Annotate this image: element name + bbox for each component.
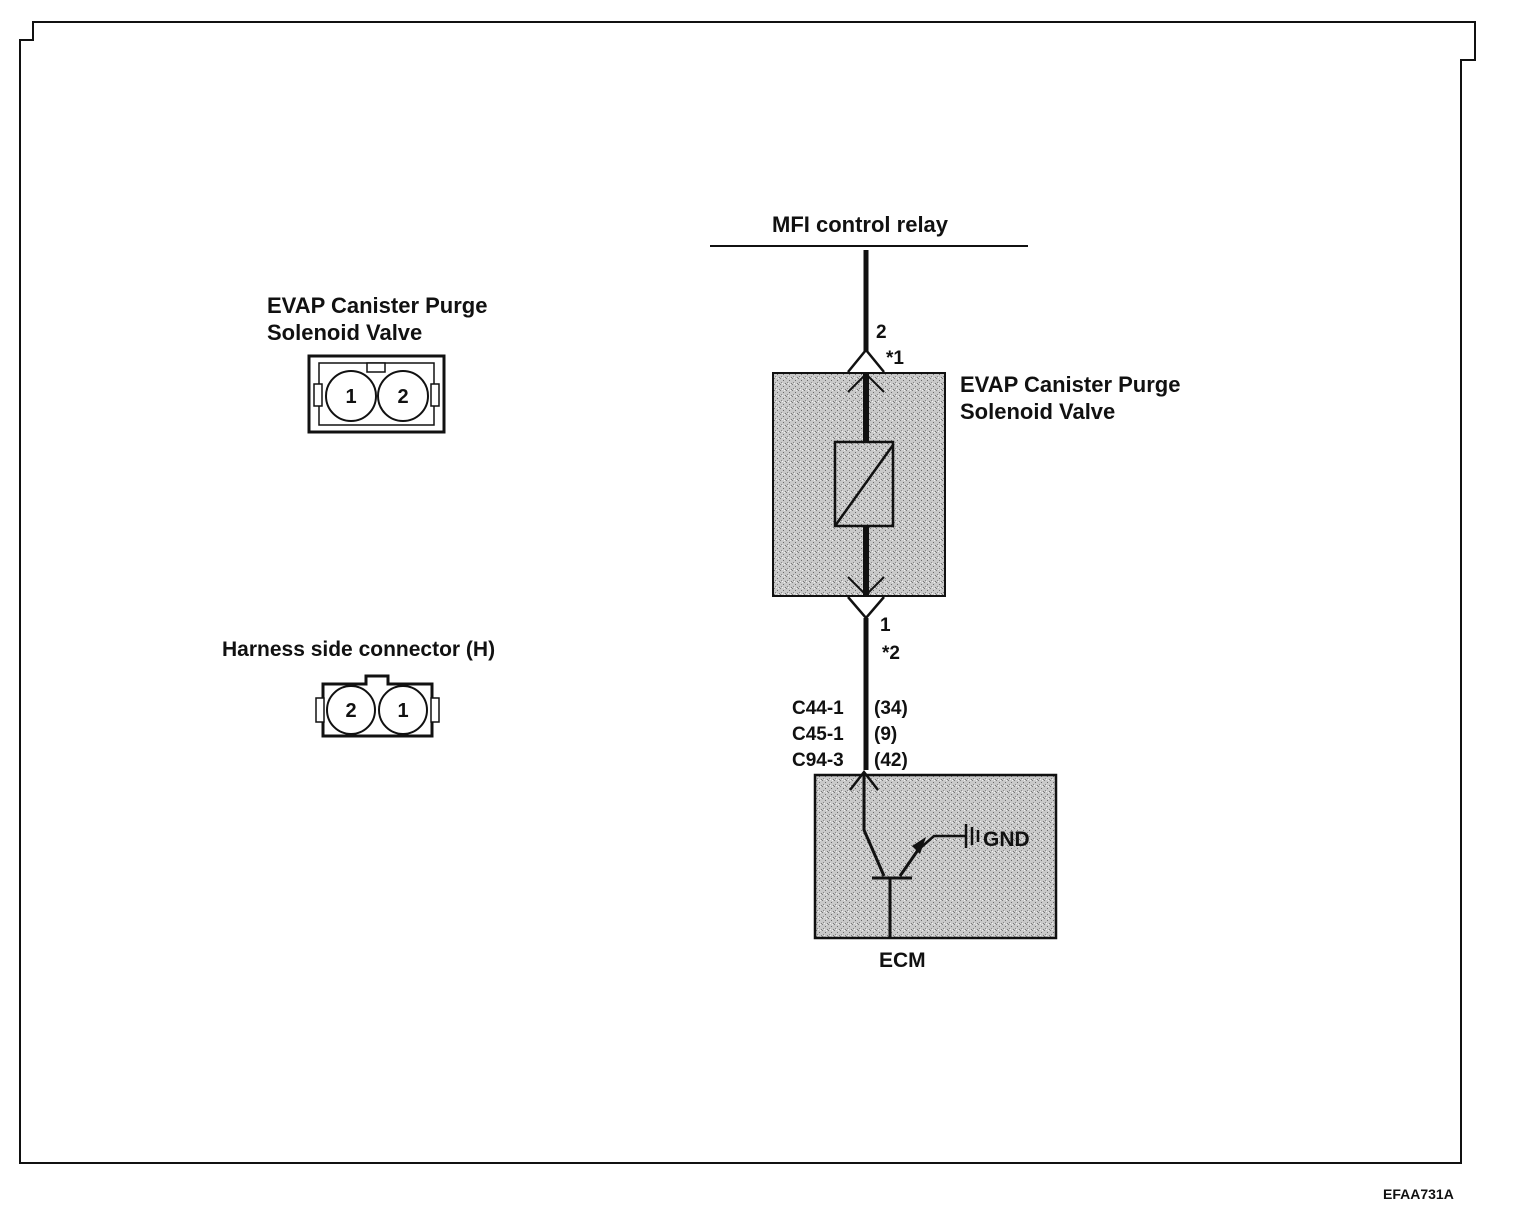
harness-pin-2: 2 xyxy=(345,700,356,722)
component-pin-circle-2 xyxy=(377,370,429,422)
ecm-pin-2: (9) xyxy=(874,724,897,745)
figure-id: EFAA731A xyxy=(1383,1186,1454,1202)
connector-chevron-top xyxy=(847,348,885,373)
component-pin-1: 1 xyxy=(345,386,356,408)
solenoid-entry-chevron xyxy=(847,372,885,393)
harness-connector-face: 2 1 xyxy=(315,674,440,738)
solenoid-pin-bottom: 1 xyxy=(880,615,891,636)
ecm-connector-2: C45-1 xyxy=(792,724,844,745)
solenoid-note-bottom: *2 xyxy=(882,643,900,664)
harness-pin-circle-1 xyxy=(378,685,428,735)
ecm-connector-3: C94-3 xyxy=(792,750,844,771)
frame-border xyxy=(19,21,1476,1164)
solenoid-pin-top: 2 xyxy=(876,322,887,343)
component-connector-face: 1 2 xyxy=(307,354,446,434)
solenoid-box xyxy=(772,372,946,597)
component-pin-circle-1 xyxy=(325,370,377,422)
ecm-entry-chevron xyxy=(849,769,879,791)
connector-chevron-bottom xyxy=(847,596,885,620)
ecm-label: ECM xyxy=(879,949,926,972)
ecm-pin-1: (34) xyxy=(874,698,908,719)
harness-pin-circle-2 xyxy=(326,685,376,735)
solenoid-note-top: *1 xyxy=(886,348,904,369)
solenoid-coil-diagonal xyxy=(833,444,895,527)
ecm-connector-1: C44-1 xyxy=(792,698,844,719)
mfi-relay-label: MFI control relay xyxy=(772,212,949,237)
harness-pin-1: 1 xyxy=(397,700,408,722)
ecm-emitter-arrow xyxy=(912,837,926,854)
ecm-transistor-collector xyxy=(862,776,886,877)
harness-view-label: Harness side connector (H) xyxy=(222,638,495,661)
ecm-box xyxy=(813,773,1058,940)
ecm-pin-3: (42) xyxy=(874,750,908,771)
component-view-label-line1: EVAP Canister Purge xyxy=(267,293,487,318)
ecm-ground-label: GND xyxy=(983,828,1030,851)
solenoid-exit-chevron xyxy=(847,576,885,597)
solenoid-label-line1: EVAP Canister Purge xyxy=(960,372,1180,397)
ecm-ground-wire xyxy=(917,834,966,851)
component-pin-2: 2 xyxy=(397,386,408,408)
component-view-label-line2: Solenoid Valve xyxy=(267,320,422,345)
ecm-transistor-emitter xyxy=(898,849,920,877)
solenoid-label-line2: Solenoid Valve xyxy=(960,399,1115,424)
